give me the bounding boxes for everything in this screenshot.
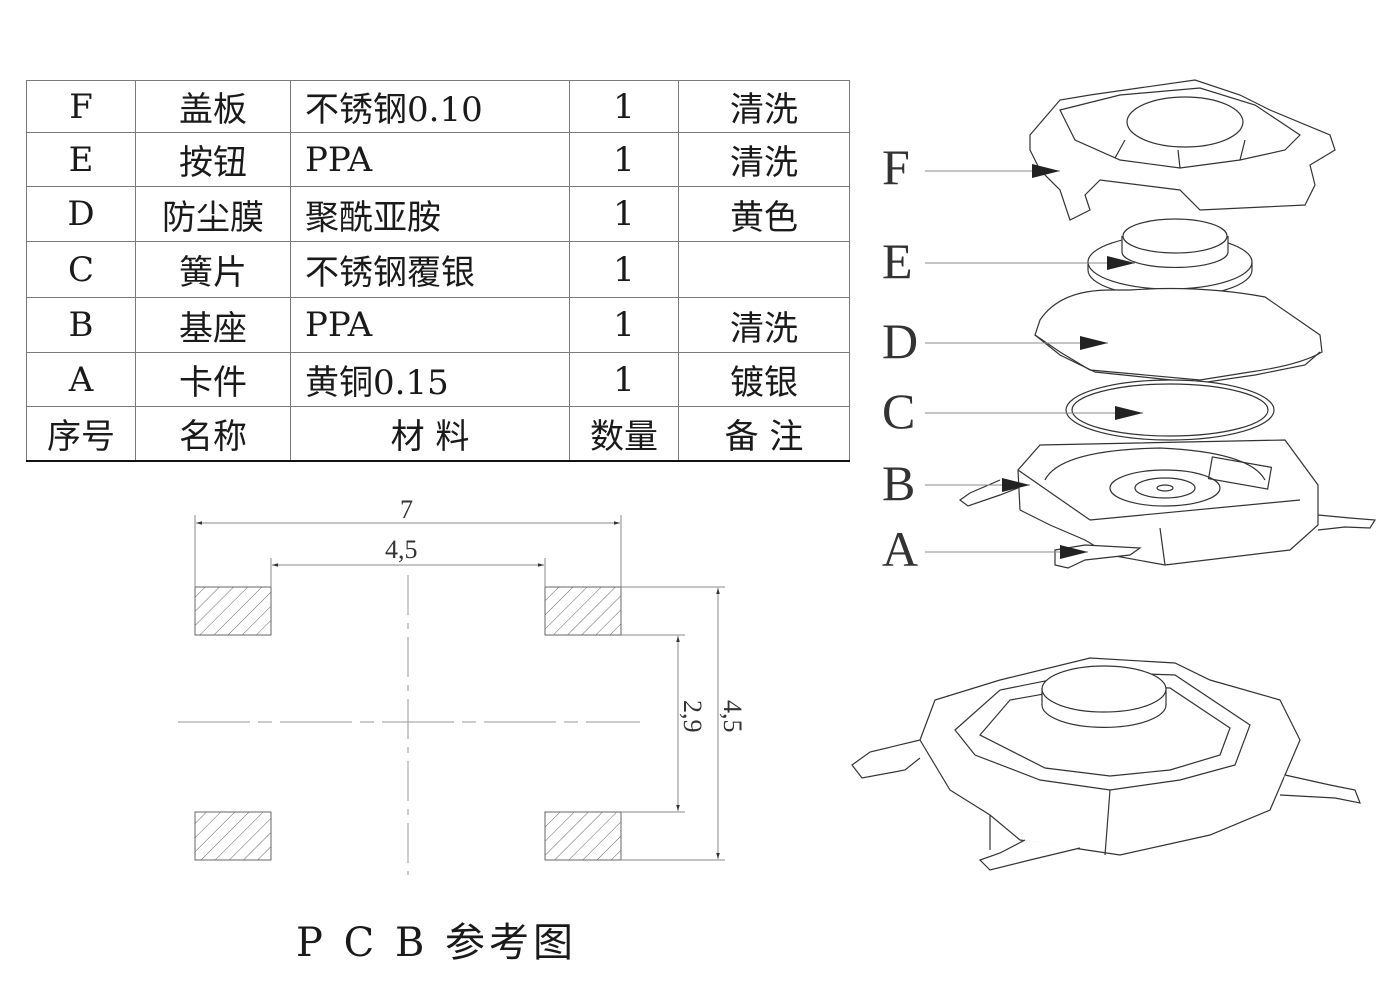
table-row: B 基座 PPA 1 清洗 bbox=[26, 297, 850, 353]
cell-material: 不锈钢覆银 bbox=[290, 241, 570, 298]
cell-material: PPA bbox=[290, 297, 570, 353]
label-e: E bbox=[882, 233, 913, 289]
header-name: 名称 bbox=[135, 406, 291, 462]
exploded-view bbox=[925, 79, 1377, 569]
label-b: B bbox=[882, 455, 916, 511]
cell-id: E bbox=[26, 132, 136, 187]
part-b-base bbox=[958, 439, 1377, 566]
cell-qty: 1 bbox=[569, 80, 679, 133]
cell-name: 卡件 bbox=[135, 352, 291, 407]
dim-inner-width: 4,5 bbox=[385, 535, 418, 564]
dim-inner-height: 2,9 bbox=[678, 700, 707, 733]
cell-material: PPA bbox=[290, 132, 570, 187]
pcb-footprint: 7 4,5 2,9 4,5 bbox=[178, 495, 747, 875]
pcb-pad-bottom-right bbox=[544, 811, 622, 861]
cell-note: 清洗 bbox=[678, 132, 850, 187]
cell-note: 黄色 bbox=[678, 186, 850, 242]
cell-qty: 1 bbox=[569, 132, 679, 187]
pcb-pad-bottom-left bbox=[194, 811, 272, 861]
cell-name: 按钮 bbox=[135, 132, 291, 187]
part-c-spring-plate bbox=[1065, 379, 1275, 441]
label-c: C bbox=[882, 383, 916, 439]
cell-qty: 1 bbox=[569, 297, 679, 353]
bom-table: F 盖板 不锈钢0.10 1 清洗 E 按钮 PPA 1 清洗 D 防尘膜 聚酰… bbox=[26, 80, 850, 462]
table-row: C 簧片 不锈钢覆银 1 bbox=[26, 241, 850, 298]
cell-name: 盖板 bbox=[135, 80, 291, 133]
pcb-title: P C B 参考图 bbox=[296, 920, 578, 966]
header-material: 材 料 bbox=[290, 406, 570, 462]
part-f-cover-plate bbox=[1029, 79, 1336, 221]
cell-material: 黄铜0.15 bbox=[290, 352, 570, 407]
header-qty: 数量 bbox=[569, 406, 679, 462]
table-row: D 防尘膜 聚酰亚胺 1 黄色 bbox=[26, 186, 850, 242]
cell-note: 清洗 bbox=[678, 80, 850, 133]
cell-note bbox=[678, 241, 850, 298]
label-f: F bbox=[882, 139, 910, 195]
header-note: 备 注 bbox=[678, 406, 850, 462]
dim-overall-width: 7 bbox=[400, 495, 413, 524]
label-d: D bbox=[882, 313, 919, 369]
cell-id: A bbox=[26, 352, 136, 407]
cell-id: D bbox=[26, 186, 136, 242]
table-header-row: 序号 名称 材 料 数量 备 注 bbox=[26, 406, 850, 462]
cell-name: 防尘膜 bbox=[135, 186, 291, 242]
part-e-button bbox=[1087, 218, 1253, 298]
assembled-switch-view bbox=[851, 657, 1361, 871]
cell-name: 簧片 bbox=[135, 241, 291, 298]
cell-id: C bbox=[26, 241, 136, 298]
table-row: F 盖板 不锈钢0.10 1 清洗 bbox=[26, 80, 850, 133]
cell-qty: 1 bbox=[569, 186, 679, 242]
pcb-pad-top-left bbox=[194, 586, 272, 636]
dim-overall-height: 4,5 bbox=[718, 700, 747, 733]
cell-note: 镀银 bbox=[678, 352, 850, 407]
cell-note: 清洗 bbox=[678, 297, 850, 353]
cell-material: 不锈钢0.10 bbox=[290, 80, 570, 133]
table-row: E 按钮 PPA 1 清洗 bbox=[26, 132, 850, 187]
table-row: A 卡件 黄铜0.15 1 镀银 bbox=[26, 352, 850, 407]
cell-qty: 1 bbox=[569, 352, 679, 407]
header-id: 序号 bbox=[26, 406, 136, 462]
label-a: A bbox=[882, 521, 919, 577]
pcb-pad-top-right bbox=[544, 586, 622, 636]
part-d-dust-film bbox=[1034, 287, 1323, 384]
cell-qty: 1 bbox=[569, 241, 679, 298]
cell-name: 基座 bbox=[135, 297, 291, 353]
cell-id: B bbox=[26, 297, 136, 353]
cell-id: F bbox=[26, 80, 136, 133]
cell-material: 聚酰亚胺 bbox=[290, 186, 570, 242]
